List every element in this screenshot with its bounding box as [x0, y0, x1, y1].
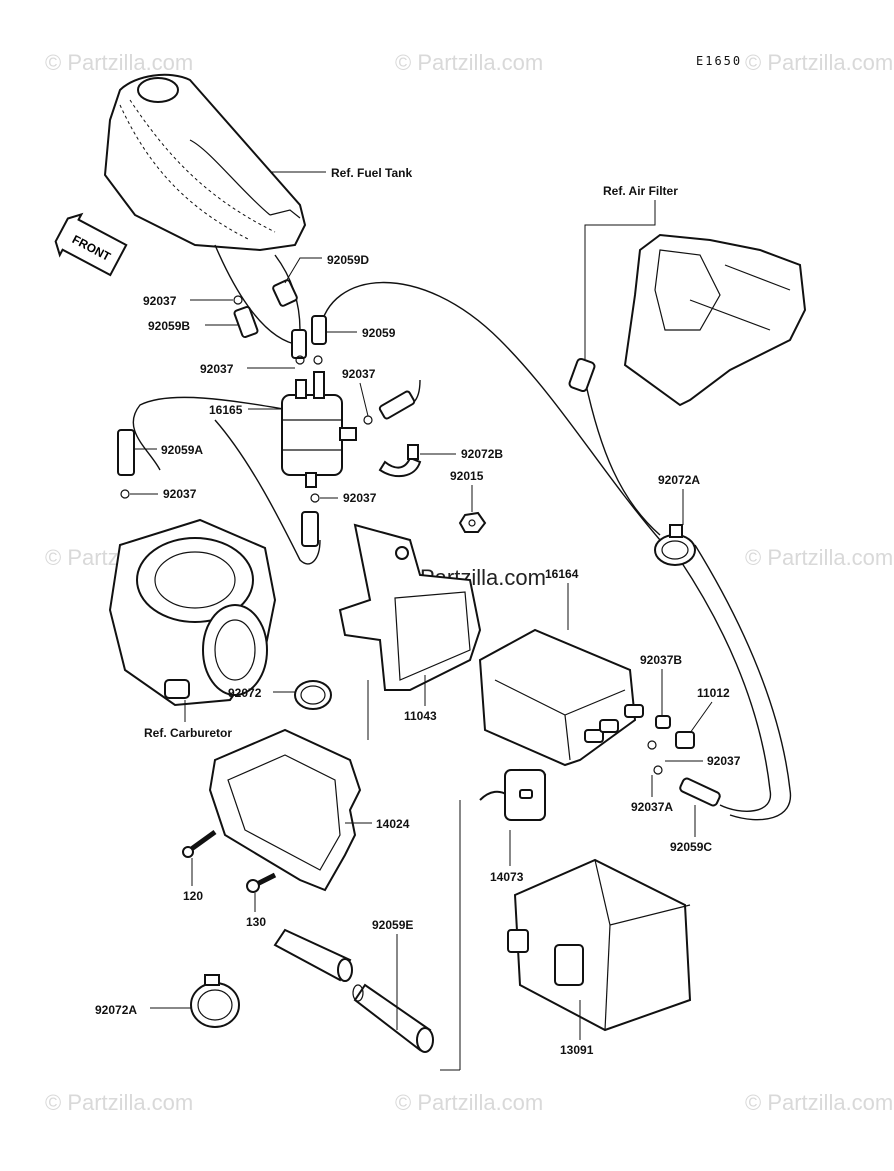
label-p92037A: 92037A — [631, 800, 673, 814]
label-p92072B: 92072B — [461, 447, 503, 461]
bolt-130 — [246, 872, 277, 893]
label-ref-fuel-tank: Ref. Fuel Tank — [331, 166, 412, 180]
label-p92072A-top: 92072A — [658, 473, 700, 487]
label-p92037-c: 92037 — [342, 367, 376, 381]
label-p16164: 16164 — [545, 567, 579, 581]
label-p130: 130 — [246, 915, 266, 929]
label-p16165: 16165 — [209, 403, 243, 417]
label-p92037-d: 92037 — [163, 487, 197, 501]
air-filter — [623, 233, 807, 407]
label-p14024: 14024 — [376, 817, 410, 831]
bracket-11043 — [338, 523, 482, 691]
clamp-92072a-top — [654, 524, 696, 566]
label-p120: 120 — [183, 889, 203, 903]
fuel-filter — [281, 371, 357, 488]
label-ref-carburetor: Ref. Carburetor — [144, 726, 232, 740]
label-p92059: 92059 — [362, 326, 396, 340]
nut-92015 — [458, 511, 487, 533]
hose-pieces — [117, 279, 596, 547]
watermark-top-left: © Partzilla.com — [45, 50, 193, 75]
label-p14073: 14073 — [490, 870, 524, 884]
elbow-14073 — [479, 768, 547, 821]
label-p11012: 11012 — [697, 686, 730, 700]
pipe-92059e — [273, 928, 434, 1053]
label-p92059C: 92059C — [670, 840, 712, 854]
hose-92059c — [679, 777, 721, 807]
clamp-92072a-bottom — [190, 974, 240, 1028]
label-p11043: 11043 — [404, 709, 437, 723]
label-p92015: 92015 — [450, 469, 484, 483]
watermark-bottom-center: © Partzilla.com — [395, 1090, 543, 1115]
watermark-bottom-left: © Partzilla.com — [45, 1090, 193, 1115]
label-p92072: 92072 — [228, 686, 262, 700]
label-p92037-a: 92037 — [143, 294, 177, 308]
front-arrow-icon: FRONT — [54, 212, 128, 277]
watermark-mid-right: © Partzilla.com — [745, 545, 893, 570]
label-p92059D: 92059D — [327, 253, 369, 267]
label-ref-air-filter: Ref. Air Filter — [603, 184, 678, 198]
cover-14024 — [208, 728, 362, 892]
clamp-92072 — [294, 680, 332, 710]
label-p92037-b: 92037 — [200, 362, 234, 376]
clips — [120, 295, 663, 775]
label-p92059B: 92059B — [148, 319, 190, 333]
bolt-120 — [182, 829, 217, 858]
label-p92072A-bottom: 92072A — [95, 1003, 137, 1017]
watermark-top-center: © Partzilla.com — [395, 50, 543, 75]
diagram-code: E1650 — [696, 54, 742, 68]
canister-16164 — [478, 628, 644, 767]
fuel-tank — [103, 73, 307, 252]
hoses — [132, 244, 792, 821]
label-p92059E: 92059E — [372, 918, 413, 932]
clamp-92072b — [378, 444, 422, 478]
box-13091 — [507, 858, 692, 1032]
label-p92037B: 92037B — [640, 653, 682, 667]
label-p92059A: 92059A — [161, 443, 203, 457]
watermark-bottom-right: © Partzilla.com — [745, 1090, 893, 1115]
label-p92037-f: 92037 — [707, 754, 741, 768]
label-p92037-e: 92037 — [343, 491, 377, 505]
label-p13091: 13091 — [560, 1043, 594, 1057]
cap-11012 — [675, 731, 695, 749]
watermark-top-right: © Partzilla.com — [745, 50, 893, 75]
clip-92037b — [655, 715, 671, 729]
carburetor — [108, 518, 277, 707]
